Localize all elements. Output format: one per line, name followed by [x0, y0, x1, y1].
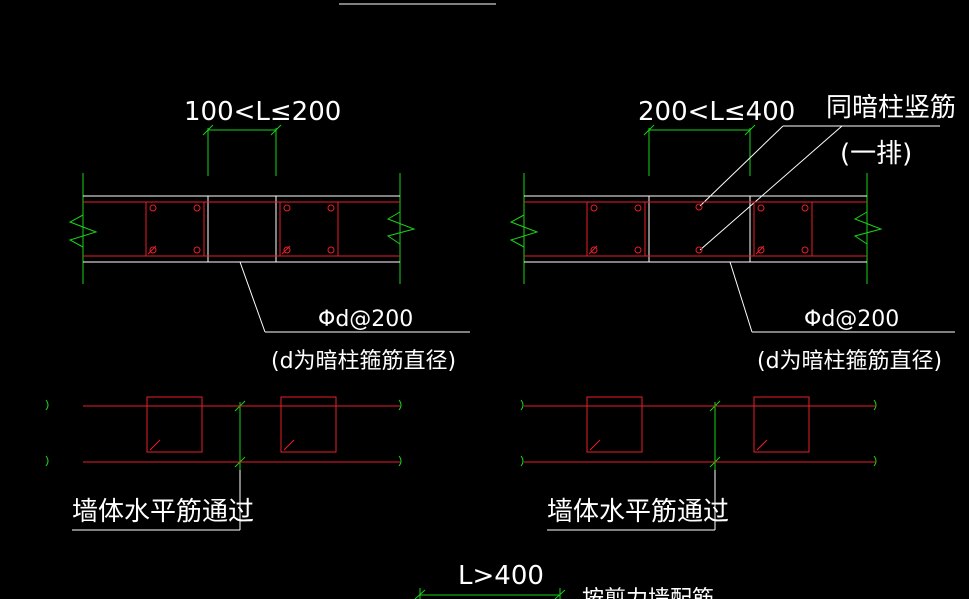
right-dimension: [509, 124, 883, 284]
right-plan-leader: [547, 470, 716, 531]
right-vertical-label-line1: 同暗柱竖筋: [826, 93, 956, 123]
right-section-view: [509, 124, 955, 333]
right-horizontal-note: 墙体水平筋通过: [547, 497, 729, 527]
bottom-dimension: [414, 588, 566, 599]
left-stirrup-note: (d为暗柱箍筋直径): [271, 349, 456, 374]
left-stirrup-label: Φd@200: [318, 307, 413, 332]
left-plan-rebar: [83, 396, 400, 463]
right-plan-rebar: [524, 396, 876, 463]
right-vertical-label-line2: (一排): [840, 139, 912, 169]
bottom-partial-view: [414, 588, 566, 599]
right-wall-outline: [524, 125, 955, 333]
bottom-dimension-label: L>400: [458, 561, 544, 591]
left-plan-view: [45, 396, 402, 531]
left-dimension: [68, 124, 416, 284]
right-rebar: [524, 201, 867, 257]
left-wall-outline: [83, 195, 470, 333]
left-horizontal-note: 墙体水平筋通过: [72, 497, 254, 527]
left-section-view: [68, 124, 470, 333]
bottom-partial-note: 按剪力墙配筋: [582, 587, 714, 599]
right-stirrup-note: (d为暗柱箍筋直径): [757, 349, 942, 374]
left-plan-leader: [72, 470, 241, 531]
left-rebar: [83, 201, 400, 257]
right-stirrup-label: Φd@200: [804, 307, 899, 332]
left-dimension-label: 100<L≤200: [184, 97, 341, 127]
right-plan-view: [520, 396, 877, 531]
right-dimension-label: 200<L≤400: [638, 97, 795, 127]
